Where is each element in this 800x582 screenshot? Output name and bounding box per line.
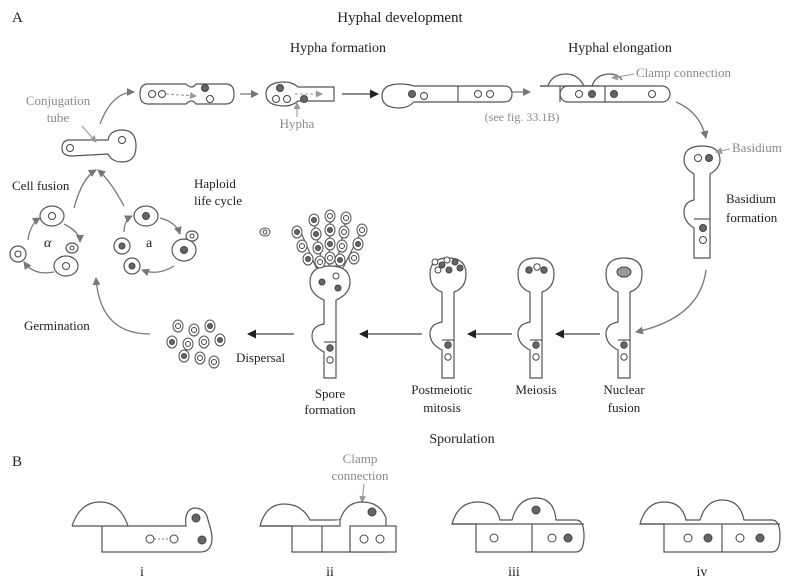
panel-a-letter: A <box>12 10 23 26</box>
label-hypha-formation: Hypha formation <box>290 41 386 56</box>
label-alpha: α <box>44 236 52 251</box>
label-haploid-1: Haploid <box>194 176 236 191</box>
hypha-stage <box>265 81 335 107</box>
label-hypha: Hypha <box>280 116 315 131</box>
meiosis-stage <box>517 257 555 379</box>
label-step-iv: iv <box>697 565 708 580</box>
label-nuclear-fusion-1: Nuclear <box>603 382 645 397</box>
clamp-step-i <box>71 501 213 553</box>
elongating-hypha-stage <box>381 83 513 109</box>
label-nuclear-fusion-2: fusion <box>608 400 641 415</box>
label-dispersal: Dispersal <box>236 350 285 365</box>
clamp-step-iv <box>639 499 781 553</box>
label-meiosis: Meiosis <box>515 382 556 397</box>
label-conjugation-1: Conjugation <box>26 93 91 108</box>
alpha-cell-cycle <box>9 205 84 277</box>
label-step-i: i <box>140 565 144 580</box>
conjugating-cells <box>61 129 137 163</box>
postmeiotic-mitosis-stage <box>429 256 467 379</box>
label-a: a <box>146 236 153 251</box>
nuclear-fusion-stage <box>605 257 643 379</box>
label-germination: Germination <box>24 318 90 333</box>
label-clamp-b-2: connection <box>331 468 389 483</box>
label-hyphal-elongation: Hyphal elongation <box>568 41 672 56</box>
arrow-alpha-fusion <box>73 169 97 209</box>
label-spore-formation-2: formation <box>304 402 356 417</box>
arrow-to-basidium <box>675 101 709 139</box>
fused-cell-stage-1 <box>139 83 235 105</box>
clamp-b-pointer <box>359 483 367 503</box>
label-postmeiotic-2: mitosis <box>423 400 461 415</box>
label-see-fig: (see fig. 33.1B) <box>485 110 560 124</box>
clamp-pointer <box>611 73 635 81</box>
label-basidium-formation-2: formation <box>726 210 778 225</box>
arrow-to-nuclear-fusion <box>635 269 707 335</box>
spore-formation-stage <box>259 209 368 379</box>
label-step-iii: iii <box>508 565 520 580</box>
clamp-hypha-stage <box>540 73 671 103</box>
arrow-a-fusion <box>97 169 125 207</box>
dispersed-spores <box>166 319 226 369</box>
basidium-pointer <box>715 147 731 155</box>
label-basidium-formation-1: Basidium <box>726 191 776 206</box>
arrow-to-hypha-cycle <box>99 88 135 125</box>
label-clamp-connection: Clamp connection <box>636 65 731 80</box>
label-haploid-2: life cycle <box>194 193 242 208</box>
conjugation-pointer <box>81 125 97 143</box>
label-spore-formation-1: Spore <box>315 386 346 401</box>
label-basidium: Basidium <box>732 140 782 155</box>
arrow-germination <box>92 277 151 335</box>
basidium-formation-stage <box>683 145 721 259</box>
panel-b-letter: B <box>12 454 22 470</box>
clamp-step-iii <box>451 497 585 553</box>
label-postmeiotic-1: Postmeiotic <box>411 382 473 397</box>
label-conjugation-2: tube <box>47 110 70 125</box>
label-sporulation: Sporulation <box>429 432 494 447</box>
a-cell-cycle <box>113 205 199 277</box>
label-step-ii: ii <box>326 565 334 580</box>
clamp-step-ii <box>259 501 397 553</box>
figure-title: Hyphal development <box>337 10 463 26</box>
label-cell-fusion: Cell fusion <box>12 178 70 193</box>
label-clamp-b-1: Clamp <box>343 451 378 466</box>
